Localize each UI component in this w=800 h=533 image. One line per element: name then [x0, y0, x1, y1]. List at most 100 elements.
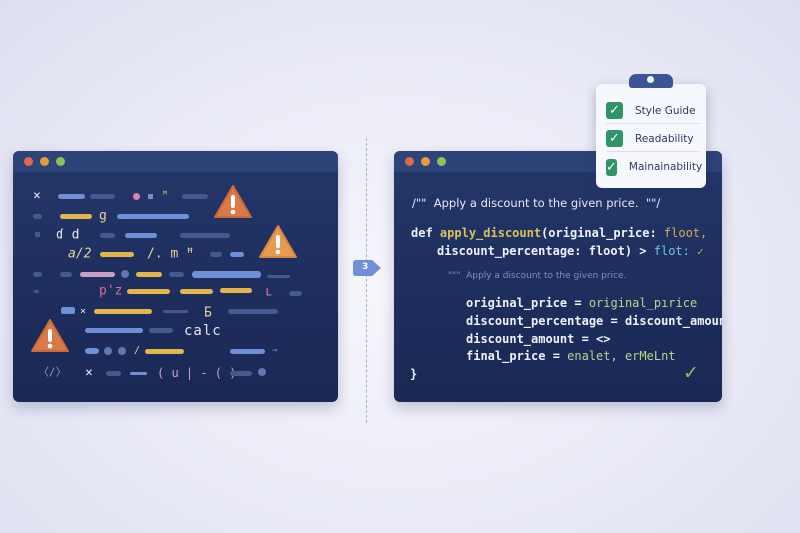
- checklist-label: Style Guide: [635, 104, 696, 117]
- square: [61, 307, 75, 314]
- glyph: ×: [33, 188, 41, 204]
- checkbox-checked-icon: ✓: [606, 158, 617, 176]
- warning-icon: [214, 185, 252, 218]
- checklist-label: Readability: [635, 132, 694, 145]
- code-bar: [230, 252, 244, 257]
- code-line: discount_percentage = discount_amount: [466, 315, 722, 327]
- closing-brace: }: [410, 367, 418, 381]
- checklist-item: ✓ Style Guide: [606, 98, 700, 124]
- dot: [118, 347, 126, 355]
- function-name: apply_discount: [439, 226, 542, 240]
- param: (original_price:: [541, 226, 657, 240]
- glyph: ɗ d: [56, 227, 80, 243]
- close-dot: [405, 157, 414, 166]
- checkbox-checked-icon: ✓: [606, 102, 623, 119]
- arrow-badge: 3: [352, 259, 382, 277]
- code-bar: [33, 272, 42, 277]
- param-type: floot,: [656, 226, 708, 240]
- maximize-dot: [437, 157, 446, 166]
- code-bar: [180, 289, 213, 294]
- dot: [258, 368, 266, 376]
- code-bar: [192, 271, 261, 278]
- code-bar: [127, 289, 170, 294]
- code-bar: [60, 272, 72, 277]
- function-signature-line1: def apply_discount(original_price: floot…: [411, 227, 707, 239]
- code-comment: /"" Apply a discount to the given price.…: [412, 196, 661, 210]
- code-bar: [34, 290, 39, 293]
- code-bar: [85, 348, 99, 354]
- return-type: flot:: [646, 244, 690, 258]
- code-bar: [267, 275, 290, 278]
- dashed-divider: [366, 138, 367, 423]
- checklist-clipboard: ✓ Style Guide ✓ Readability ✓Mainainabilit…: [596, 74, 706, 188]
- badge-number: 3: [362, 262, 369, 272]
- glyph: p'z: [99, 283, 123, 299]
- code-bar: [230, 371, 252, 376]
- code-bar: [85, 328, 143, 333]
- square: [148, 194, 153, 199]
- code-bar: [136, 272, 162, 277]
- glyph: ʟ: [265, 284, 273, 300]
- code-bar: [145, 349, 184, 354]
- glyph: calc: [184, 323, 222, 339]
- checklist-item: ✓Mainainability: [606, 154, 702, 180]
- maximize-dot: [56, 157, 65, 166]
- checkbox-checked-icon: ✓: [606, 130, 623, 147]
- code-bar: [230, 349, 265, 354]
- code-line: discount_amount = <>: [466, 333, 611, 345]
- pink-dot: [133, 193, 140, 200]
- dot: [104, 347, 112, 355]
- arrow-right-icon: [353, 260, 381, 276]
- code-bar: [60, 214, 92, 219]
- code-rhs: original_pırice: [588, 296, 698, 310]
- code-bar: [94, 309, 152, 314]
- glyph: Ƃ: [204, 305, 212, 321]
- code-bar: [33, 214, 42, 219]
- glyph: 〈/〉: [38, 365, 67, 379]
- glyph: a/2: [68, 246, 92, 262]
- code-rhs: enalet, erMeLnt: [567, 349, 676, 363]
- code-bar: [100, 233, 115, 238]
- dot: [121, 270, 129, 278]
- code-bar: [90, 194, 115, 199]
- code-bar: [210, 252, 222, 257]
- check-icon: ✓: [697, 245, 704, 258]
- glyph: /: [134, 345, 141, 356]
- code-bar: [80, 272, 115, 277]
- glyph: ×: [85, 365, 93, 381]
- code-lhs: final_price =: [466, 349, 568, 363]
- code-bar: [106, 371, 121, 376]
- docstring: """ Apply a discount to the given price.: [448, 271, 627, 281]
- code-bar: [228, 309, 278, 314]
- code-bar: [220, 288, 252, 293]
- check-icon: ✓: [683, 362, 699, 384]
- clean-code-window: /"" Apply a discount to the given price.…: [394, 151, 722, 402]
- glyph: ×: [80, 306, 87, 317]
- code-bar: [117, 214, 189, 219]
- checklist-item: ✓ Readability: [606, 126, 700, 152]
- minimize-dot: [40, 157, 49, 166]
- code-bar: [182, 194, 208, 199]
- clipboard-clip: [629, 74, 673, 88]
- glyph: g: [99, 208, 107, 224]
- square: [35, 232, 40, 237]
- code-bar: [180, 233, 230, 238]
- code-lhs: original_price =: [466, 296, 589, 310]
- glyph: ꟸ: [162, 190, 169, 201]
- code-bar: [130, 372, 147, 375]
- warning-icon: [259, 225, 297, 258]
- code-bar: [100, 252, 134, 257]
- code-bar: [169, 272, 184, 277]
- code-bar: [125, 233, 157, 238]
- code-bar: [58, 194, 85, 199]
- def-keyword: def: [411, 226, 433, 240]
- function-signature-line2: discount_percentage: floot) > flot: ✓: [437, 245, 704, 257]
- glyph: →: [272, 345, 278, 356]
- glyph: ( u | - ( ): [157, 366, 237, 380]
- param: discount_percentage: floot) >: [437, 244, 647, 258]
- code-lhs: discount_percentage = discount_amount: [466, 314, 722, 328]
- warning-icon: [31, 319, 69, 352]
- minimize-dot: [421, 157, 430, 166]
- code-bar: [289, 291, 302, 296]
- code-bar: [149, 328, 173, 333]
